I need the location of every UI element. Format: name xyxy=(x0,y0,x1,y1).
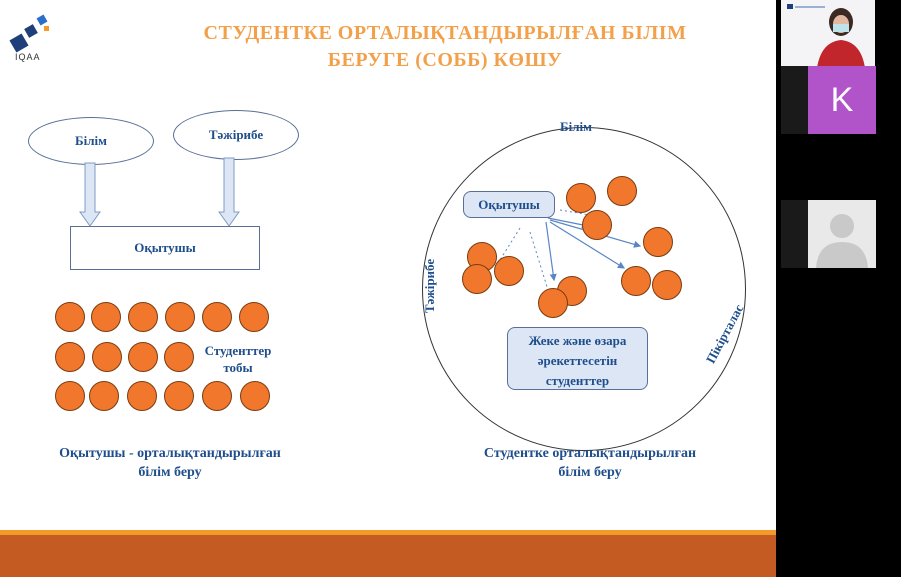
right-caption: Студентке орталықтандырылған білім беру xyxy=(440,444,740,482)
participant-video-tile[interactable] xyxy=(781,0,875,68)
student-dot xyxy=(566,183,596,213)
participant-avatar-k: K xyxy=(808,66,876,134)
user-silhouette-icon xyxy=(808,200,876,268)
teacher-box-right: Оқытушы xyxy=(463,191,555,218)
presentation-slide: IQAA СТУДЕНТКЕ ОРТАЛЫҚТАНДЫРЫЛҒАН БІЛІМ … xyxy=(0,0,776,577)
students-box-line-1: Жеке және өзара xyxy=(508,331,647,351)
student-dot xyxy=(462,264,492,294)
participants-panel: K xyxy=(776,0,901,577)
student-dot xyxy=(652,270,682,300)
students-box-line-3: студенттер xyxy=(508,371,647,391)
participant-video xyxy=(781,0,875,68)
right-caption-line-1: Студентке орталықтандырылған xyxy=(440,444,740,463)
slide-footer-bar xyxy=(0,535,776,577)
participant-tile-user[interactable] xyxy=(781,200,875,268)
students-box-line-2: әрекеттесетін xyxy=(508,351,647,371)
student-dot xyxy=(643,227,673,257)
interacting-students-box: Жеке және өзара әрекеттесетін студенттер xyxy=(507,327,648,390)
student-dot xyxy=(538,288,568,318)
student-dot xyxy=(494,256,524,286)
student-dot xyxy=(621,266,651,296)
student-dot xyxy=(607,176,637,206)
right-caption-line-2: білім беру xyxy=(440,463,740,482)
participant-tile-k[interactable]: K xyxy=(781,66,875,134)
participant-avatar-placeholder xyxy=(808,200,876,268)
student-dot xyxy=(582,210,612,240)
